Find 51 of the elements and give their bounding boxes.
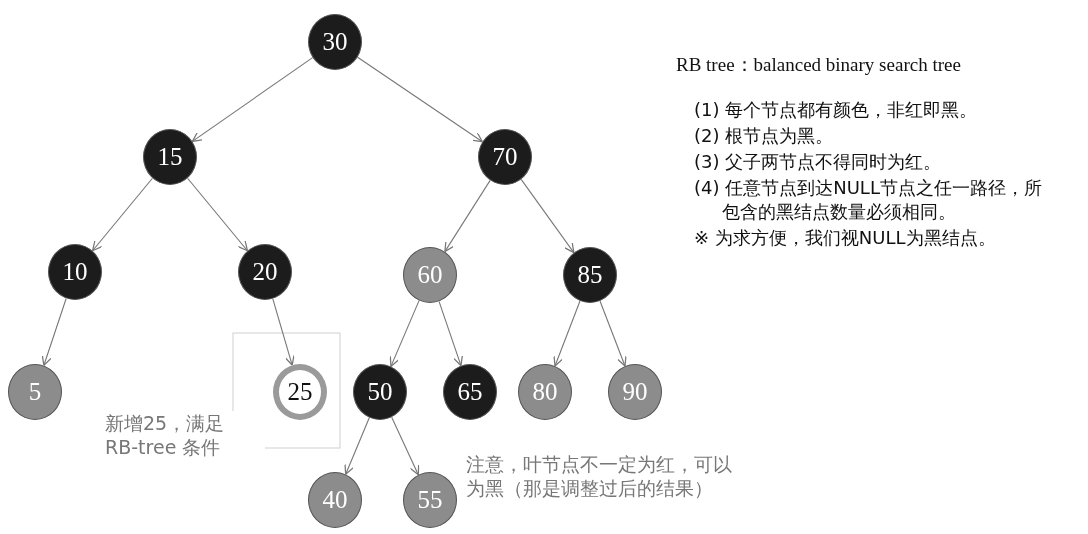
tree-node-circle xyxy=(518,364,572,420)
node-key: 65 xyxy=(457,378,483,406)
node-key: 10 xyxy=(62,258,88,286)
arrow xyxy=(41,297,67,367)
node-key: 15 xyxy=(157,143,183,171)
tree-node-circle xyxy=(143,129,197,185)
node-key: 55 xyxy=(417,486,443,514)
node-key: 50 xyxy=(367,378,393,406)
rule-text: ※ 为求方便，我们视NULL为黑结点。 xyxy=(694,226,997,250)
arrow xyxy=(520,178,575,254)
tree-node-circle xyxy=(273,364,327,420)
arrow xyxy=(357,56,483,143)
tree-node-circle xyxy=(238,244,292,300)
tree-node-circle xyxy=(608,364,662,420)
node-key: 90 xyxy=(622,378,648,406)
tree-node-circle xyxy=(308,14,362,70)
node-key: 30 xyxy=(322,28,348,56)
tree-node-circle xyxy=(403,247,457,303)
tree-node-circle xyxy=(308,472,362,528)
node-key: 20 xyxy=(252,258,278,286)
rule-text: (1) 每个节点都有颜色，非红即黑。 xyxy=(694,98,979,122)
tree-node-circle xyxy=(443,364,497,420)
tree-node-circle xyxy=(353,364,407,420)
node-key: 5 xyxy=(28,378,42,406)
arrow xyxy=(344,417,370,475)
arrow xyxy=(444,179,491,253)
tree-node-circle xyxy=(48,244,102,300)
arrow xyxy=(389,300,420,368)
arrow xyxy=(187,177,249,252)
tree-node-circle xyxy=(403,472,457,528)
node-key: 25 xyxy=(287,378,313,406)
rule-text: (4) 任意节点到达NULL节点之任一路径，所包含的黑结点数量必须相同。 xyxy=(694,176,1043,224)
tree-node-circle xyxy=(563,247,617,303)
rule-text: (2) 根节点为黑。 xyxy=(694,124,835,148)
arrow xyxy=(438,300,463,367)
node-key: 60 xyxy=(417,261,443,289)
arrow xyxy=(191,57,314,142)
arrow xyxy=(272,298,295,366)
tree-node-circle xyxy=(478,129,532,185)
node-key: 40 xyxy=(322,486,348,514)
arrow xyxy=(599,300,627,367)
arrow xyxy=(91,177,153,252)
arrow xyxy=(391,416,420,476)
rule-text: (3) 父子两节点不得同时为红。 xyxy=(694,150,943,174)
arrow xyxy=(553,300,581,367)
node-key: 80 xyxy=(532,378,558,406)
title: RB tree：balanced binary search tree xyxy=(676,53,961,77)
node-key: 70 xyxy=(492,143,518,171)
note-text: 新增25，满足 RB-tree 条件 xyxy=(105,411,265,459)
node-key: 85 xyxy=(577,261,603,289)
tree-node-circle xyxy=(8,364,62,420)
